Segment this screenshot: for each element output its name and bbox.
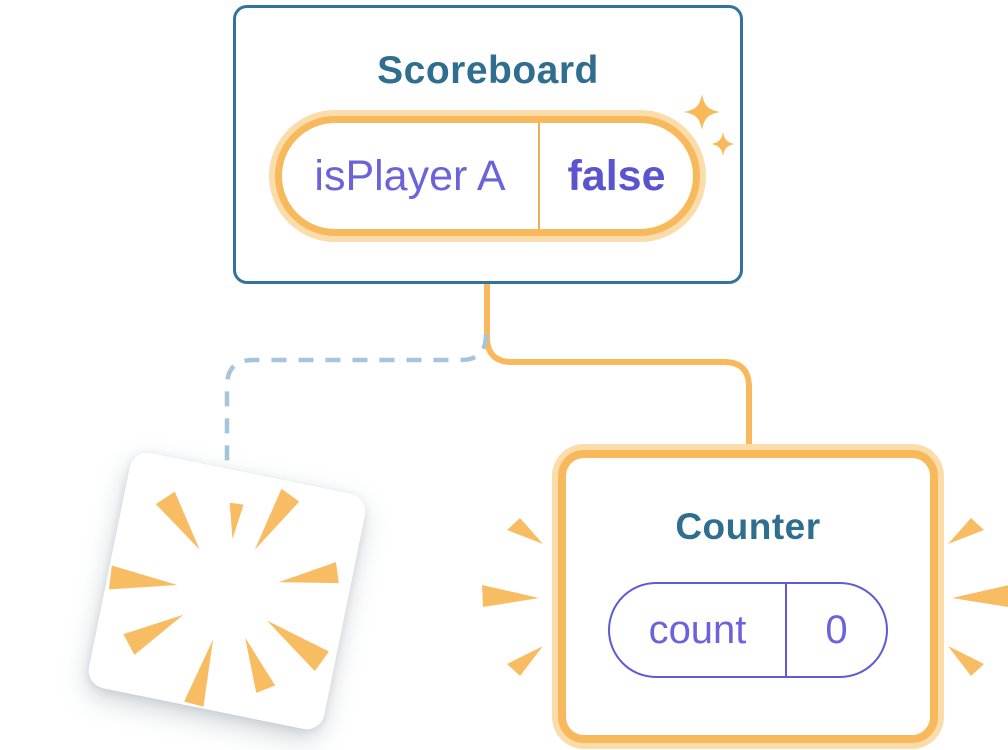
state-value: 0 <box>825 607 848 652</box>
emphasis-left-icon <box>482 518 543 676</box>
explosion-burst-icon <box>108 488 339 707</box>
counter-state-pill: count 0 <box>608 582 888 678</box>
emphasis-right-icon <box>948 518 1008 676</box>
state-label: count <box>648 607 747 652</box>
state-label: isPlayer A <box>314 151 506 200</box>
counter-title: Counter <box>675 506 821 547</box>
connector-created-line <box>484 281 752 458</box>
state-value: false <box>567 151 666 200</box>
counter-card: Counter count 0 <box>558 450 938 743</box>
scoreboard-title: Scoreboard <box>377 49 599 92</box>
state-divider <box>538 123 540 229</box>
scoreboard-state-pill: isPlayer A false <box>275 116 700 236</box>
state-divider <box>785 584 787 676</box>
sparkles-icon <box>684 94 735 156</box>
destroyed-card <box>85 449 369 733</box>
scoreboard-card: Scoreboard isPlayer A false <box>233 5 743 284</box>
connector-destroyed-line <box>224 333 489 462</box>
